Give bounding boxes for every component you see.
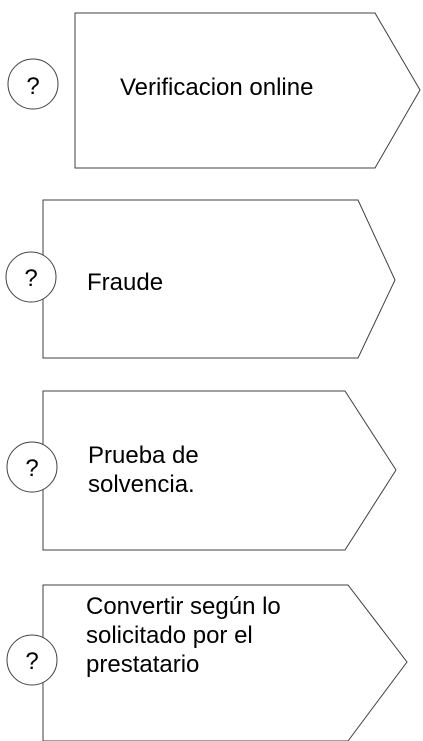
step-label-fraude: Fraude: [87, 269, 164, 296]
arrow-shape-4: [42, 584, 408, 741]
question-icon: ?: [25, 648, 39, 675]
question-icon: ?: [24, 265, 38, 292]
step-label-convertir: Convertir según lo solicitado por el pre…: [86, 593, 281, 678]
arrow-shape-1: [74, 12, 421, 169]
question-icon: ?: [26, 73, 40, 100]
step-label-solvencia: Prueba de solvencia.: [88, 442, 199, 498]
question-circle-3: [6, 441, 58, 493]
question-circle-1: [7, 58, 59, 110]
question-circle-2: [5, 251, 57, 303]
arrow-shape-3: [42, 390, 397, 551]
step-label-verificacion: Verificacion online: [120, 74, 314, 101]
question-circle-4: [6, 634, 58, 686]
arrow-shape-2: [42, 199, 396, 359]
question-icon: ?: [25, 455, 39, 482]
